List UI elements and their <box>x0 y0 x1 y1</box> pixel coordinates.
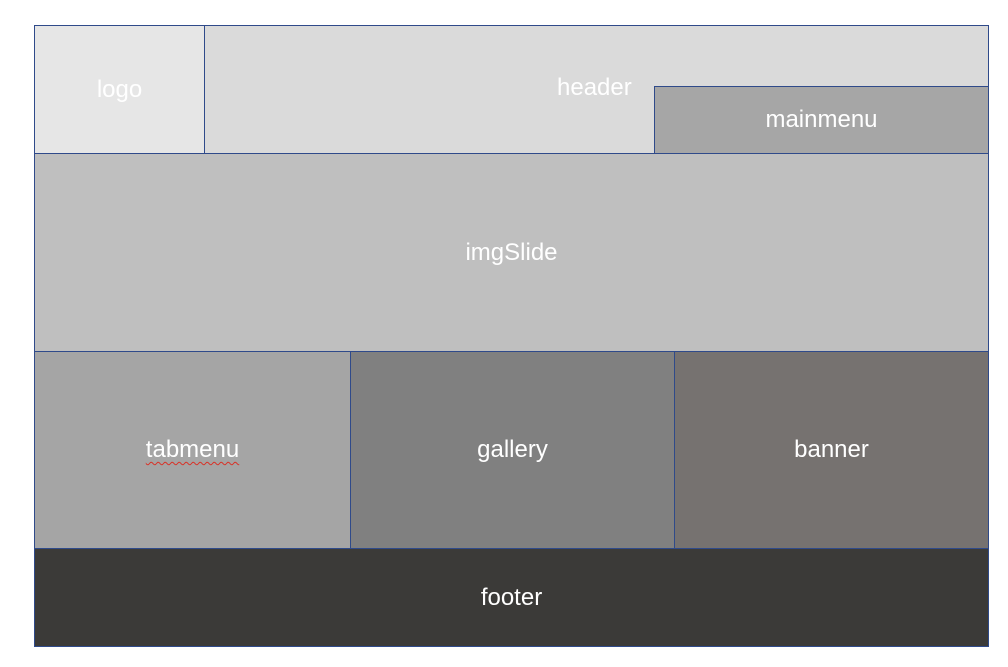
footer-label: footer <box>480 583 543 611</box>
tabmenu-label: tabmenu <box>145 436 240 463</box>
banner-block: banner <box>674 351 989 549</box>
footer-block: footer <box>34 548 989 647</box>
mainmenu-label: mainmenu <box>765 106 878 133</box>
tabmenu-block: tabmenu <box>34 351 351 549</box>
imgslide-block: imgSlide <box>34 153 989 352</box>
logo-block: logo <box>34 25 205 154</box>
logo-label: logo <box>96 75 143 103</box>
gallery-label: gallery <box>477 436 548 463</box>
banner-label: banner <box>794 436 869 463</box>
mainmenu-block: mainmenu <box>654 86 989 154</box>
gallery-block: gallery <box>350 351 675 549</box>
header-label: header <box>557 74 632 101</box>
imgslide-label: imgSlide <box>465 238 558 266</box>
